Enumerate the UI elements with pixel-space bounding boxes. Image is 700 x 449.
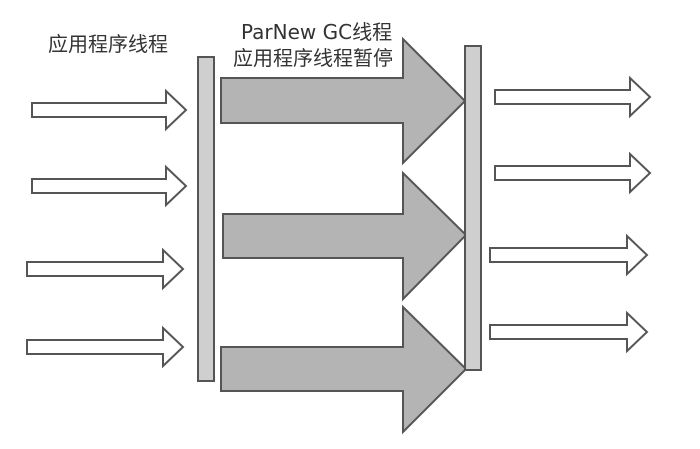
app-paused-label: 应用程序线程暂停 [233,46,393,70]
safepoint-bar-end [464,45,482,371]
gc-thread-arrow-1 [220,36,467,166]
gc-thread-arrow-2 [222,170,468,302]
gc-thread-arrow-3 [220,304,468,435]
safepoint-bar-start [197,56,215,382]
app-thread-arrow-4 [26,325,185,369]
app-thread-arrow-1 [31,88,188,132]
app-thread-resume-arrow-1 [494,75,652,119]
app-thread-resume-arrow-3 [489,233,649,277]
app-threads-label: 应用程序线程 [48,32,168,56]
gc-threads-label: ParNew GC线程 [241,20,393,44]
app-thread-arrow-2 [31,164,188,208]
app-thread-resume-arrow-2 [494,151,652,195]
app-thread-arrow-3 [26,247,185,291]
app-thread-resume-arrow-4 [489,310,649,354]
